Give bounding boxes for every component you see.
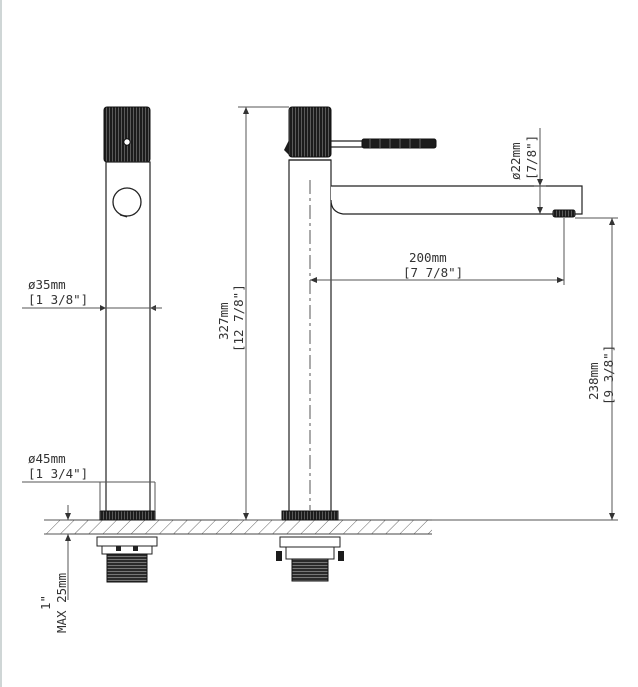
front-body	[105, 161, 151, 513]
height-mm-label: 327mm	[216, 302, 231, 340]
side-handle-knurled	[288, 106, 332, 158]
deck-mm-label: MAX 25mm	[54, 573, 69, 633]
diam35-mm-label: ø35mm	[28, 277, 66, 292]
side-dimensions: 327mm [12 7/8"] 200mm [7 7/8"] ø22mm [7/…	[216, 106, 618, 521]
diam45-mm-label: ø45mm	[28, 451, 66, 466]
front-view-faucet	[96, 106, 158, 583]
reach-in-label: [7 7/8"]	[403, 265, 463, 280]
handle-knurled	[103, 106, 151, 163]
reach-mm-label: 200mm	[409, 250, 447, 265]
front-base-ring	[99, 510, 156, 521]
spout-height-mm-label: 238mm	[586, 362, 601, 400]
side-spout	[330, 185, 583, 215]
spout-diam-in-label: [7/8"]	[524, 135, 539, 180]
aerator	[552, 209, 576, 218]
spout-diam-mm-label: ø22mm	[508, 142, 523, 180]
side-threaded-shank	[291, 558, 329, 582]
height-in-label: [12 7/8"]	[231, 284, 246, 352]
countertop-deck	[46, 519, 432, 535]
handle-screw-icon	[123, 138, 131, 146]
deck-in-label: 1"	[38, 595, 53, 610]
front-dimensions: ø35mm [1 3/8"] ø45mm [1 3/4"] 1" MAX 25m…	[22, 277, 162, 633]
diam35-in-label: [1 3/8"]	[28, 292, 88, 307]
side-base-ring	[281, 510, 339, 521]
side-lever	[361, 138, 437, 149]
spout-height-in-label: [9 3/8"]	[601, 345, 616, 405]
lever-hub	[112, 187, 142, 217]
diam45-in-label: [1 3/4"]	[28, 466, 88, 481]
front-threaded-shank	[106, 553, 148, 583]
